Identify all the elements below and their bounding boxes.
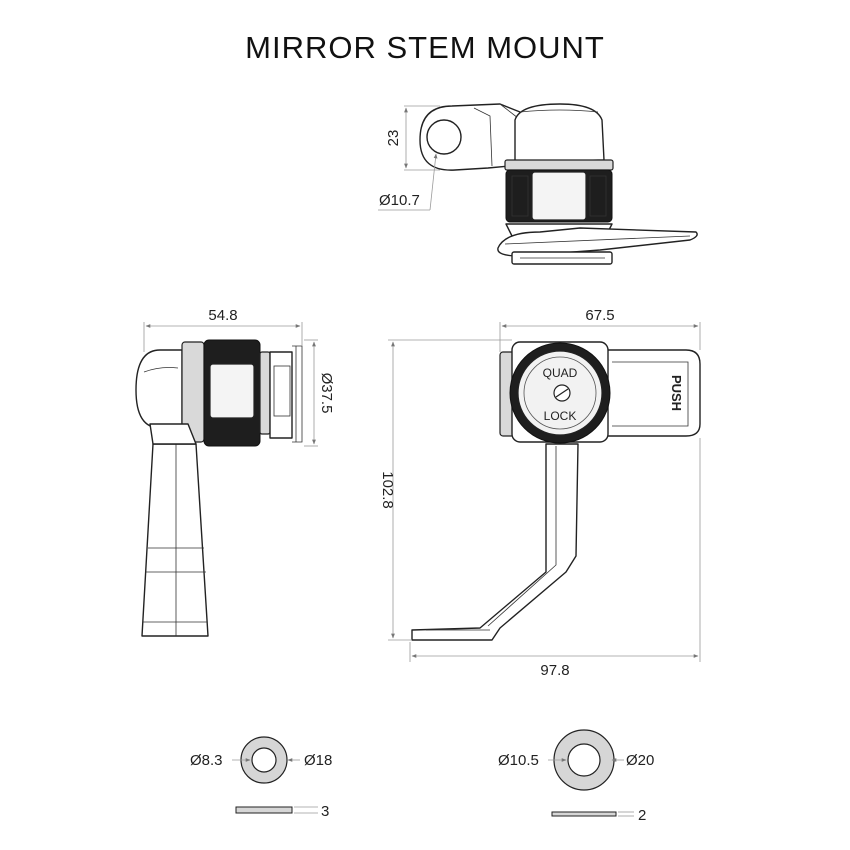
dim-label-3: 3 <box>321 803 329 820</box>
dim-label-hole-10-7: Ø10.7 <box>379 192 420 209</box>
lock-logo-text: LOCK <box>544 409 577 423</box>
side-view: 54.8 Ø37.5 <box>135 307 335 637</box>
dim-front-width: 67.5 <box>499 307 701 352</box>
dim-label-18: Ø18 <box>304 752 332 769</box>
dim-label-67-5: 67.5 <box>585 307 614 324</box>
dim-label-20: Ø20 <box>626 752 654 769</box>
dim-label-97-8: 97.8 <box>540 662 569 679</box>
dim-side-width: 54.8 <box>143 307 303 352</box>
top-view: 23 Ø10.7 <box>378 103 698 265</box>
quad-logo-text: QUAD <box>543 366 578 380</box>
dim-label-10-5: Ø10.5 <box>498 752 539 769</box>
dim-side-diameter: Ø37.5 <box>304 339 335 447</box>
dim-front-base-width: 97.8 <box>409 438 701 679</box>
dim-label-8-3: Ø8.3 <box>190 752 223 769</box>
dim-label-23: 23 <box>385 130 402 147</box>
dim-label-2: 2 <box>638 807 646 824</box>
push-label: PUSH <box>669 375 684 411</box>
dim-label-54-8: 54.8 <box>208 307 237 324</box>
dim-label-37-5: Ø37.5 <box>318 373 335 414</box>
washer-large: Ø10.5 Ø20 2 <box>498 729 654 824</box>
dim-front-height: 102.8 <box>379 339 512 641</box>
page-title: MIRROR STEM MOUNT <box>245 30 605 65</box>
dim-label-102-8: 102.8 <box>379 471 396 509</box>
washer-small: Ø8.3 Ø18 3 <box>190 736 332 820</box>
dim-top-hole: Ø10.7 <box>378 153 438 211</box>
front-view: PUSH QUAD LOCK 67.5 102.8 <box>379 307 701 679</box>
